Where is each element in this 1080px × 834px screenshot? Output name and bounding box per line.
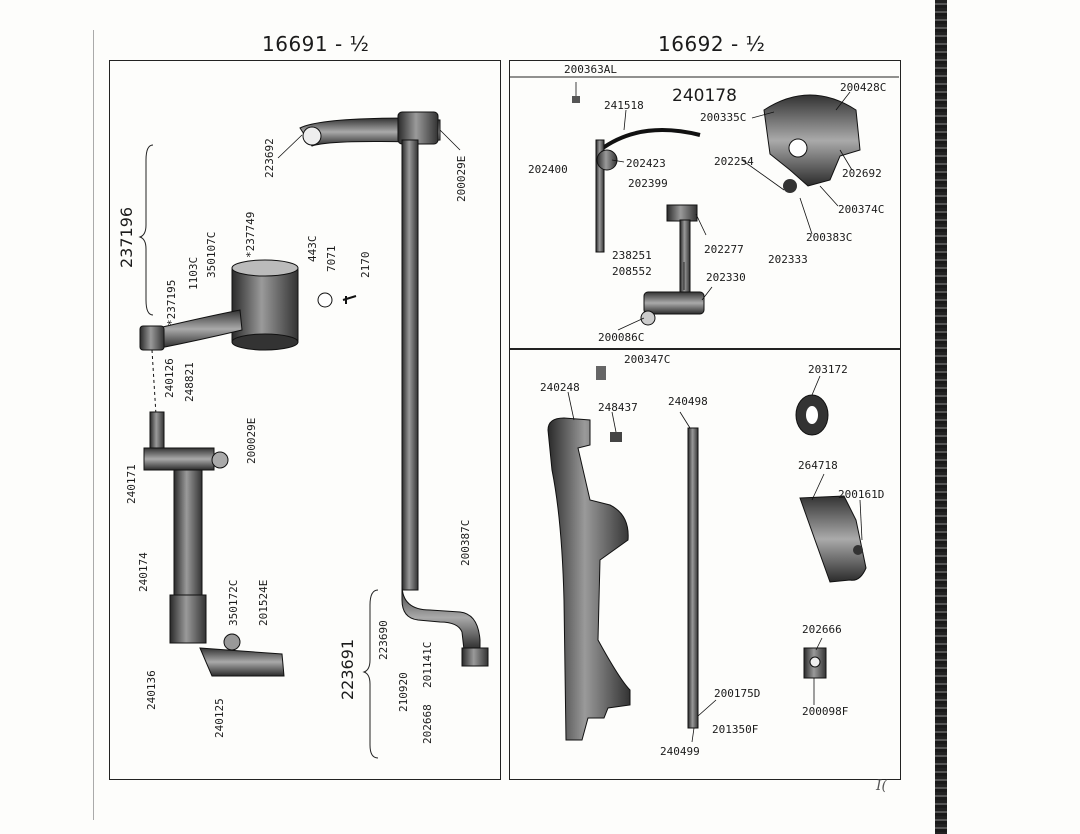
- part-label: 200029E: [245, 417, 258, 464]
- part-label: 7071: [325, 245, 338, 273]
- part-label: 200029E: [455, 155, 468, 202]
- part-label: 240499: [660, 745, 700, 758]
- guide-assembly-drawing: [572, 94, 861, 326]
- part-label: 202668: [421, 704, 434, 744]
- part-label: 200161D: [838, 488, 885, 501]
- margin-rule: [93, 30, 94, 820]
- part-label: 200387C: [459, 519, 472, 566]
- part-label: 202399: [628, 177, 668, 190]
- part-label: 203172: [808, 363, 848, 376]
- part-label: 240125: [213, 698, 226, 738]
- part-label: 350172C: [227, 579, 240, 626]
- eccentric-hub-drawing: [139, 259, 357, 416]
- assembly-number-223691: 223691: [338, 638, 357, 700]
- part-label: *237749: [244, 211, 257, 258]
- part-label: 202277: [704, 243, 744, 256]
- part-label: 201524E: [257, 579, 270, 626]
- part-label: 202400: [528, 163, 568, 176]
- part-label: 202254: [714, 155, 754, 168]
- part-label: 200383C: [806, 231, 853, 244]
- catalog-number-left: 16691 - ½: [262, 32, 370, 56]
- part-label: 240171: [125, 464, 138, 504]
- page-mark: I(: [876, 778, 887, 794]
- part-label: 1103C: [187, 256, 200, 290]
- part-label: 248821: [183, 362, 196, 402]
- part-label: 240136: [145, 670, 158, 710]
- bar-and-parts-drawing: [547, 366, 867, 741]
- part-label: 210920: [397, 672, 410, 712]
- right-bottom-parts-panel: [509, 348, 901, 780]
- part-label: *237195: [165, 279, 178, 326]
- part-label: 200347C: [624, 353, 671, 366]
- scanned-page-edge: [935, 0, 947, 834]
- assembly-number-237196: 237196: [117, 206, 136, 268]
- part-label: 202666: [802, 623, 842, 636]
- part-label: 223692: [263, 138, 276, 178]
- part-label: 202692: [842, 167, 882, 180]
- part-label: 248437: [598, 401, 638, 414]
- part-label: 223690: [377, 620, 390, 660]
- part-label: 238251: [612, 249, 652, 262]
- part-label: 200086C: [598, 331, 645, 344]
- left-parts-panel: [109, 60, 501, 780]
- part-label: 241518: [604, 99, 644, 112]
- catalog-number-right: 16692 - ½: [658, 32, 766, 56]
- part-label: 200374C: [838, 203, 885, 216]
- part-label: 443C: [306, 235, 319, 263]
- right-top-parts-panel: [509, 60, 901, 350]
- part-label: 200363AL: [564, 63, 617, 76]
- main-shaft-drawing: [299, 111, 489, 667]
- part-label: 201141C: [421, 641, 434, 688]
- part-label: 202333: [768, 253, 808, 266]
- part-label: 350107C: [205, 231, 218, 278]
- part-label: 200428C: [840, 81, 887, 94]
- part-label: 264718: [798, 459, 838, 472]
- part-label: 200175D: [714, 687, 761, 700]
- rocker-shaft-drawing: [143, 411, 285, 677]
- part-label: 208552: [612, 265, 652, 278]
- part-label: 201350F: [712, 723, 759, 736]
- part-label: 240248: [540, 381, 580, 394]
- part-label: 200098F: [802, 705, 849, 718]
- part-label: 240126: [163, 358, 176, 398]
- part-label: 200335C: [700, 111, 747, 124]
- part-label: 202330: [706, 271, 746, 284]
- part-label: 202423: [626, 157, 666, 170]
- part-label: 2170: [359, 251, 372, 279]
- assembly-number-240178: 240178: [672, 86, 737, 106]
- part-label: 240174: [137, 552, 150, 592]
- part-label: 240498: [668, 395, 708, 408]
